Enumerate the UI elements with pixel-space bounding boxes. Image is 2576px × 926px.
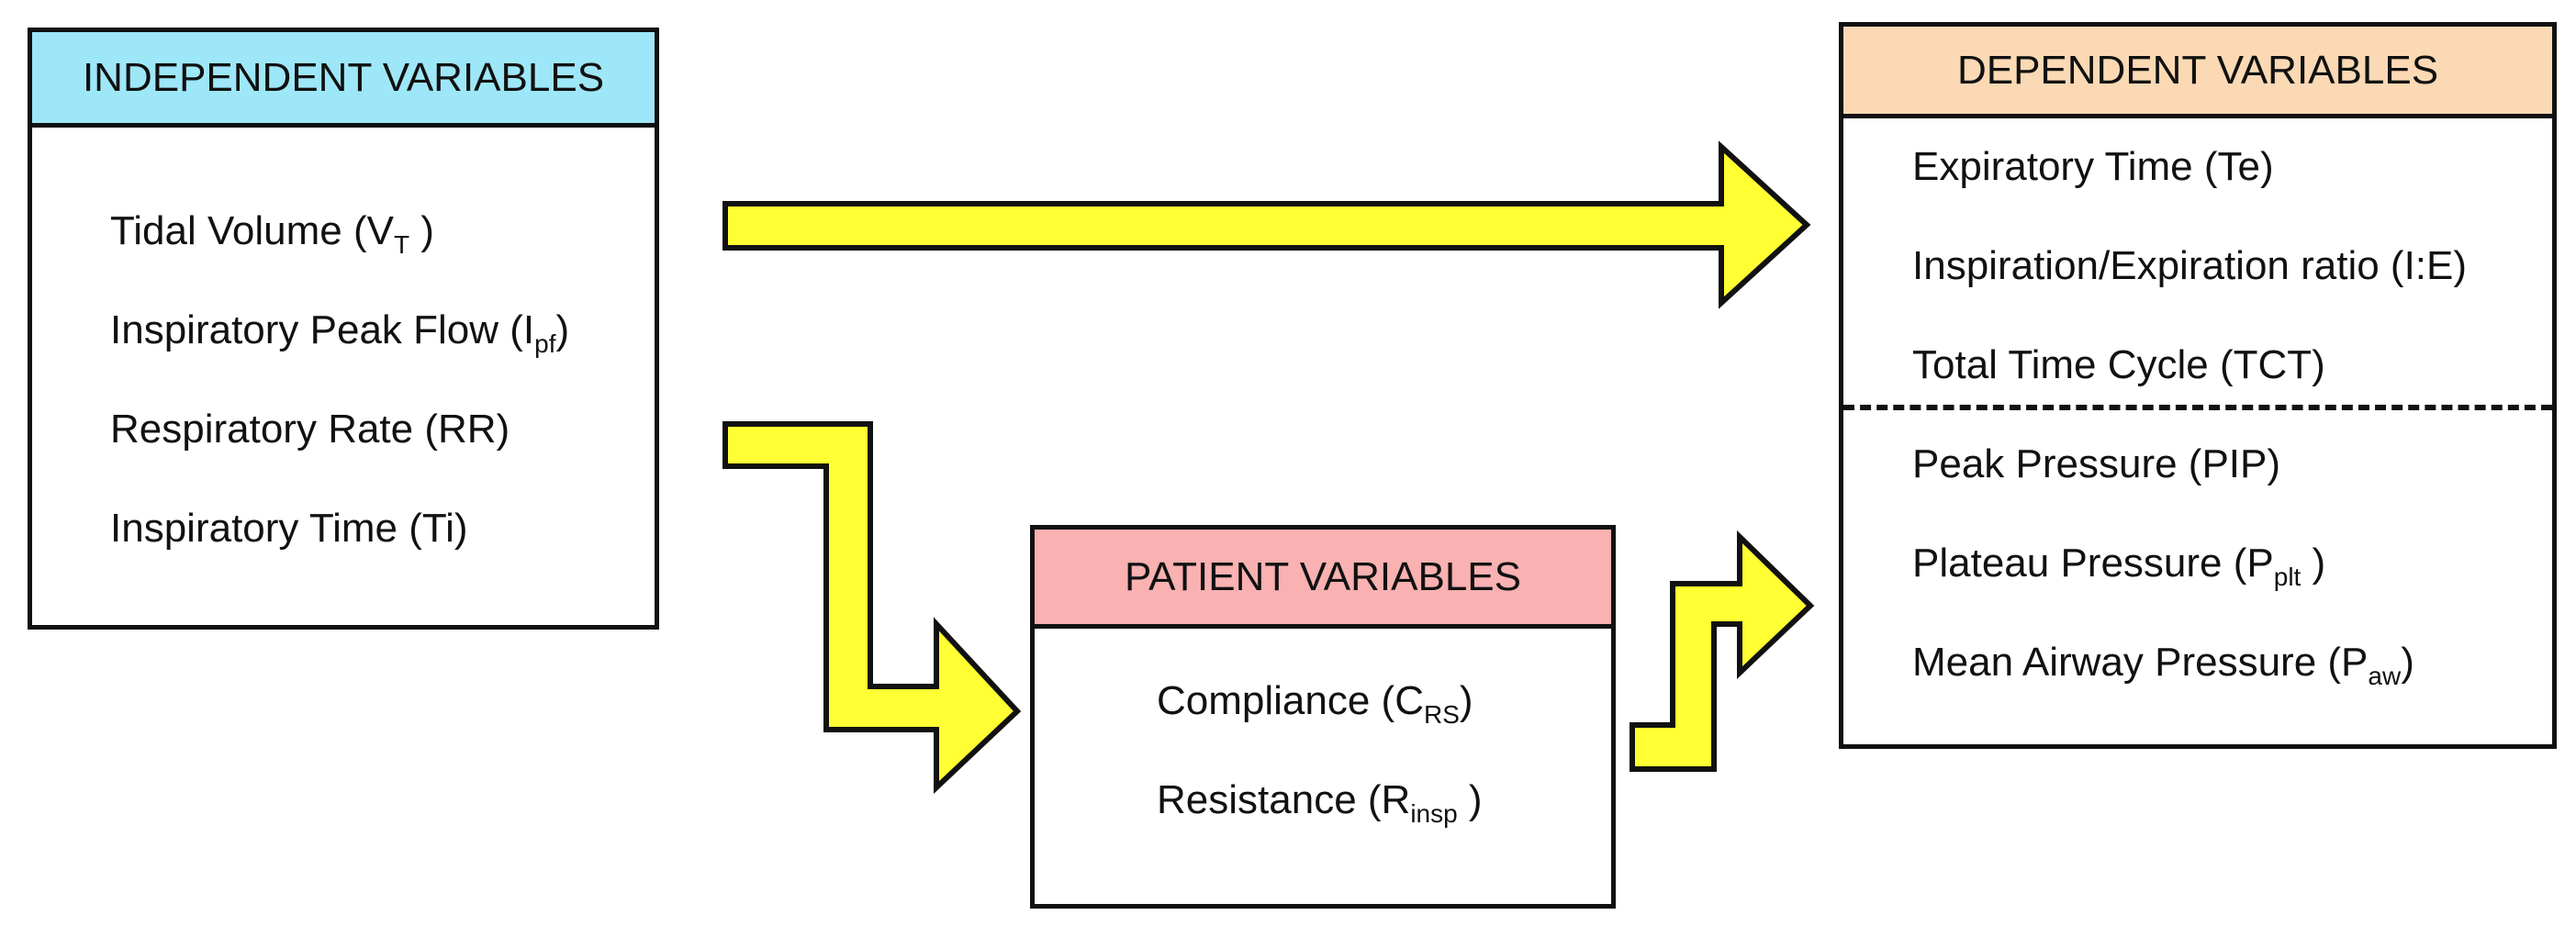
dependent-item-total-time-cycle: Total Time Cycle (TCT) <box>1912 342 2325 387</box>
dependent-variables-title: DEPENDENT VARIABLES <box>1956 47 2439 93</box>
arrow-independent-to-dependent <box>722 140 1811 309</box>
dependent-divider <box>1843 405 2552 410</box>
dependent-item-ie-ratio: Inspiration/Expiration ratio (I:E) <box>1912 243 2468 288</box>
independent-item-inspiratory-peak-flow: Inspiratory Peak Flow (Ipf) <box>110 307 570 358</box>
independent-item-tidal-volume: Tidal Volume (VT ) <box>110 208 434 259</box>
arrow-patient-to-dependent <box>1630 530 1815 772</box>
dependent-item-plateau-pressure: Plateau Pressure (Pplt ) <box>1912 541 2326 591</box>
independent-variables-title: INDEPENDENT VARIABLES <box>82 54 605 100</box>
dependent-item-peak-pressure: Peak Pressure (PIP) <box>1912 441 2281 486</box>
independent-item-inspiratory-time: Inspiratory Time (Ti) <box>110 506 468 551</box>
dependent-variables-header: DEPENDENT VARIABLES <box>1843 27 2552 118</box>
dependent-variables-box: DEPENDENT VARIABLES Expiratory Time (Te)… <box>1839 22 2557 749</box>
patient-variables-title: PATIENT VARIABLES <box>1125 553 1521 599</box>
dependent-item-expiratory-time: Expiratory Time (Te) <box>1912 144 2274 189</box>
patient-item-compliance: Compliance (CRS) <box>1157 678 1473 729</box>
patient-item-resistance: Resistance (Rinsp ) <box>1157 777 1483 828</box>
independent-variables-box: INDEPENDENT VARIABLES Tidal Volume (VT )… <box>28 28 659 630</box>
independent-item-respiratory-rate: Respiratory Rate (RR) <box>110 407 510 452</box>
independent-variables-header: INDEPENDENT VARIABLES <box>32 32 655 128</box>
patient-variables-header: PATIENT VARIABLES <box>1035 530 1611 629</box>
dependent-item-mean-airway-pressure: Mean Airway Pressure (Paw) <box>1912 640 2414 690</box>
arrow-independent-to-patient <box>722 421 1022 794</box>
patient-variables-box: PATIENT VARIABLES Compliance (CRS) Resis… <box>1030 525 1616 909</box>
